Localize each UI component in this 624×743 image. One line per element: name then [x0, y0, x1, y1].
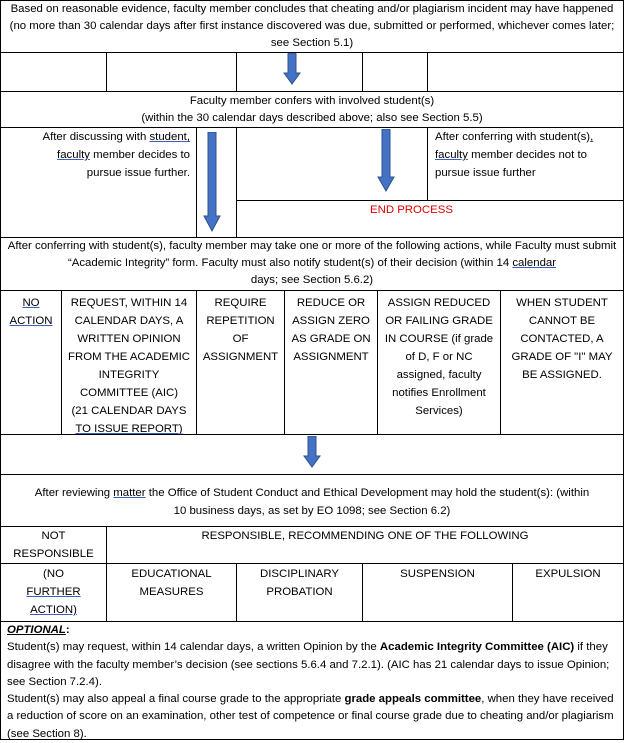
responsible-outcome-header: RESPONSIBLE, RECOMMENDING ONE OF THE FOL… [201, 530, 529, 542]
down-arrow-icon [203, 132, 221, 232]
not-pursue-text: After conferring with student(s), facult… [435, 131, 594, 179]
optional-paragraph-2: Student(s) may also appeal a final cours… [7, 693, 614, 740]
down-arrow-icon [377, 129, 395, 192]
confer-line-1: Faculty member confers with involved stu… [189, 95, 435, 107]
no-further-action-outcome: (NO FURTHER ACTION) [26, 568, 81, 616]
request-aic-opinion-option: REQUEST, WITHIN 14 CALENDAR DAYS, A WRIT… [68, 297, 190, 435]
optional-heading: OPTIONAL [7, 624, 66, 636]
expulsion-outcome: EXPULSION [535, 568, 601, 580]
reduce-or-zero-option: REDUCE OR ASSIGN ZERO AS GRADE ON ASSIGN… [291, 297, 371, 363]
end-process-label: END PROCESS [370, 204, 453, 216]
down-arrow-icon [303, 436, 321, 468]
intro-text: Based on reasonable evidence, faculty me… [9, 3, 615, 49]
confer-line-2: (within the 30 calendar days described a… [141, 112, 483, 124]
optional-section: OPTIONAL: Student(s) may request, within… [7, 624, 614, 740]
review-text: After reviewing matter the Office of Stu… [34, 487, 590, 517]
down-arrow-icon [283, 53, 301, 85]
incomplete-grade-option: WHEN STUDENT CANNOT BE CONTACTED, A GRAD… [511, 297, 613, 381]
optional-paragraph-1: Student(s) may request, within 14 calend… [7, 641, 610, 688]
require-repetition-option: REQUIRE REPETITION OF ASSIGNMENT [202, 297, 279, 363]
actions-intro-text: After conferring with student(s), facult… [7, 240, 617, 286]
reduced-failing-grade-option: ASSIGN REDUCED OR FAILING GRADE IN COURS… [384, 297, 494, 417]
suspension-outcome: SUSPENSION [400, 568, 475, 580]
pursue-further-text: After discussing with student, faculty m… [42, 131, 190, 179]
